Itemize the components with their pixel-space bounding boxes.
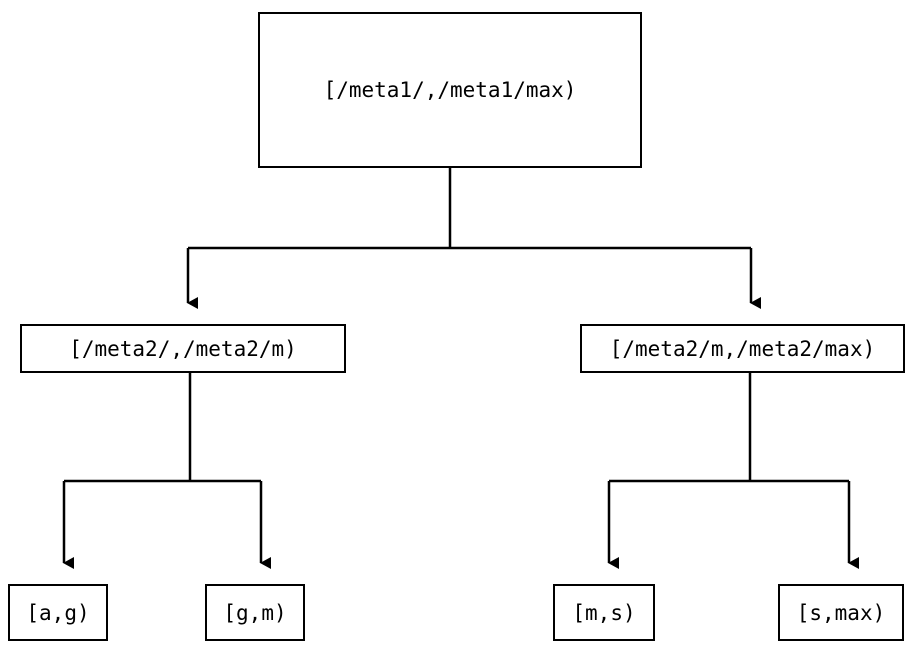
tree-node-label: [m,s) xyxy=(572,600,636,625)
tree-node-leaf-smax[interactable]: [s,max) xyxy=(778,584,904,641)
tree-node-leaf-ag[interactable]: [a,g) xyxy=(8,584,108,641)
tree-node-label: [/meta2/m,/meta2/max) xyxy=(609,336,876,361)
edge-root-to-meta2-left xyxy=(186,168,751,309)
edge-meta2-left-to-leaf-ag xyxy=(62,373,261,569)
tree-node-label: [s,max) xyxy=(796,600,886,625)
tree-node-label: [g,m) xyxy=(223,600,287,625)
tree-node-label: [/meta1/,/meta1/max) xyxy=(323,78,577,102)
tree-node-label: [a,g) xyxy=(26,600,90,625)
edge-meta2-right-to-leaf-ms xyxy=(607,373,849,569)
tree-node-label: [/meta2/,/meta2/m) xyxy=(69,336,297,361)
tree-node-leaf-gm[interactable]: [g,m) xyxy=(205,584,305,641)
tree-node-leaf-ms[interactable]: [m,s) xyxy=(553,584,655,641)
tree-node-meta2-right[interactable]: [/meta2/m,/meta2/max) xyxy=(580,324,905,373)
tree-node-meta2-left[interactable]: [/meta2/,/meta2/m) xyxy=(20,324,346,373)
tree-node-root[interactable]: [/meta1/,/meta1/max) xyxy=(258,12,642,168)
